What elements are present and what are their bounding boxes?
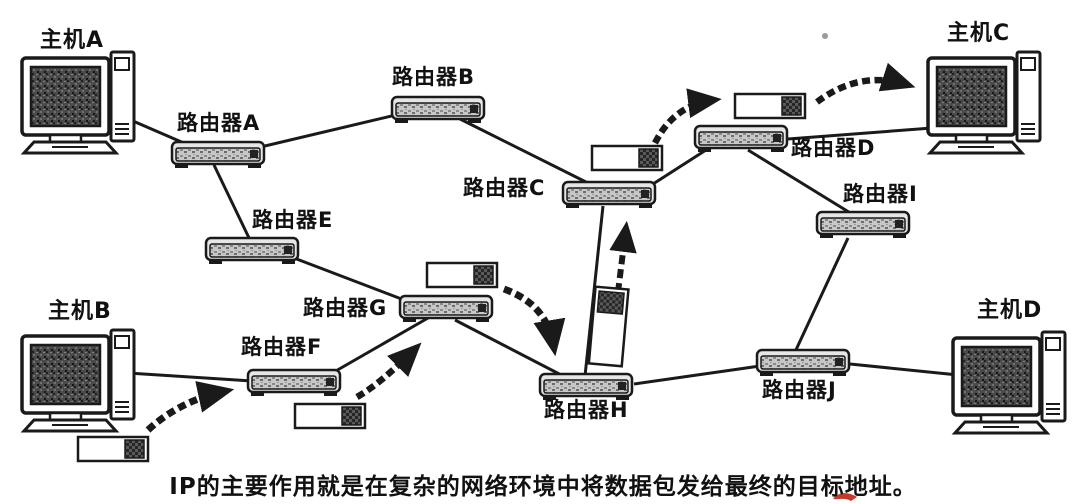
router-e-icon [204,236,300,266]
host-d-label: 主机D [977,298,1043,323]
link-router-h-router-j [633,364,761,386]
router-e-label: 路由器E [252,208,334,232]
link-router-i-router-j [793,237,850,353]
ip-packet-icon-router-f [293,402,367,430]
ip-packet-icon-vertical [587,285,630,368]
link-router-e-router-g [293,256,413,305]
router-a-label: 路由器A [177,111,261,135]
link-router-b-router-c [459,117,599,190]
ip-packet-icon-host-b [76,435,150,463]
host-a-computer-icon [20,50,136,155]
router-g-label: 路由器G [303,296,388,320]
router-h-icon [538,372,634,402]
ip-packet-icon-router-g [425,261,499,289]
link-router-c-router-d [652,148,707,186]
router-j-icon [755,348,851,378]
router-i-label: 路由器I [843,182,918,206]
ip-packet-icon-router-d [733,92,807,120]
diagram-caption: IP的主要作用就是在复杂的网络环境中将数据包发给最终的目标地址。 [169,474,917,500]
ip-packet-icon-router-c [590,144,664,172]
host-d-computer-icon [951,330,1067,435]
router-b-label: 路由器B [392,65,476,89]
network-links [125,112,969,386]
link-router-f-router-g [333,316,429,374]
flow-arrow-router-c-to-router-d [652,88,722,145]
link-router-j-host-d [849,362,969,378]
router-d-label: 路由器D [791,136,876,160]
host-c-label: 主机C [947,21,1011,46]
router-h-label: 路由器H [544,398,629,422]
host-b-label: 主机B [48,299,112,324]
router-c-icon [561,180,657,210]
link-router-d-router-i [747,148,853,216]
router-c-label: 路由器C [463,176,546,200]
link-router-a-router-e [212,164,252,241]
router-a-icon [170,140,266,170]
link-router-g-router-h [454,318,568,380]
router-f-icon [246,368,342,398]
packet-flow-arrows [145,62,916,433]
link-host-b-router-f [127,371,253,383]
link-router-a-router-b [251,112,401,151]
host-b-computer-icon [20,328,136,433]
router-g-icon [398,294,494,324]
red-annotation-mark [833,493,857,501]
flow-arrow-packet-to-router-g [355,342,422,400]
router-d-icon [693,124,789,154]
router-b-icon [390,95,486,125]
host-a-label: 主机A [40,28,105,53]
scan-artifact-dot [822,33,828,39]
flow-arrow-host-b-to-router-f [145,381,235,433]
router-f-label: 路由器F [241,335,323,359]
flow-arrow-router-d-to-host-c [815,62,916,105]
router-j-label: 路由器J [762,378,837,402]
router-i-icon [815,210,911,240]
flow-arrow-router-g-to-router-h [502,285,566,357]
flow-arrow-router-h-to-router-c [609,220,637,293]
link-router-d-host-c [787,126,933,141]
host-c-computer-icon [926,50,1042,155]
